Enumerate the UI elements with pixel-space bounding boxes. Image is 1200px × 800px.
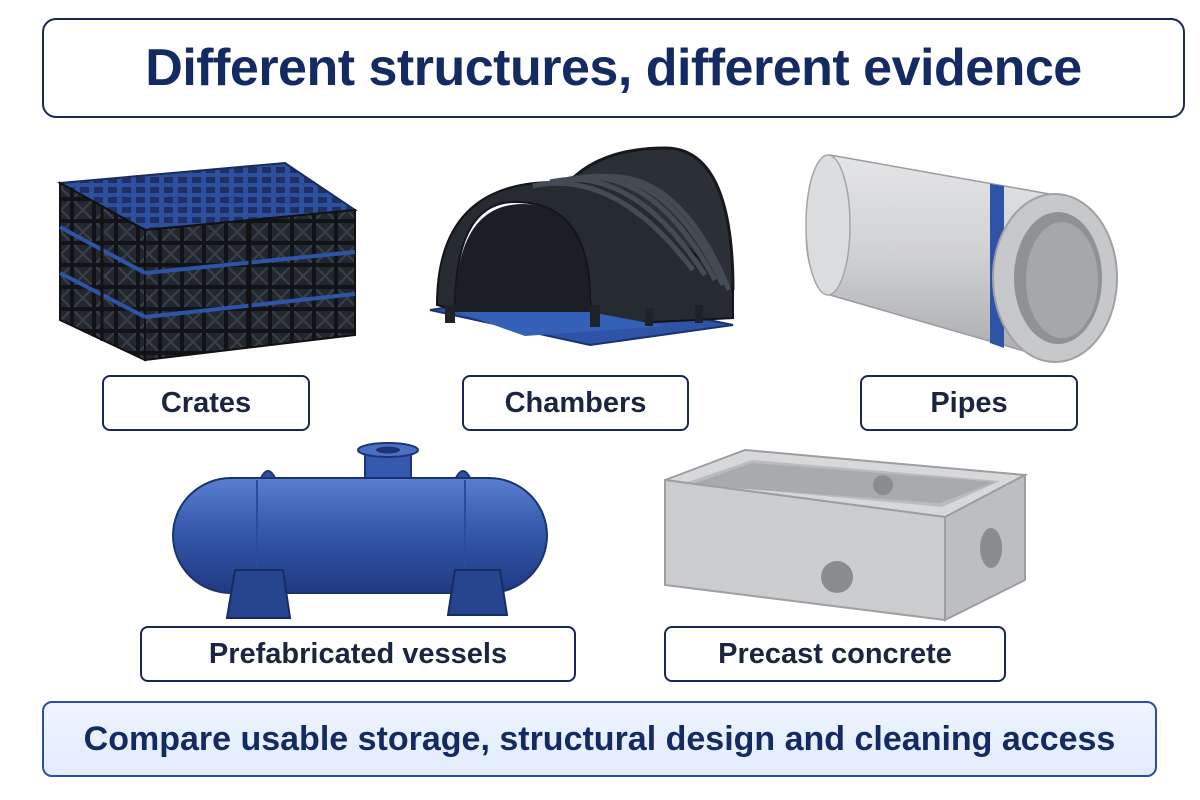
- vessel-illustration: [172, 442, 548, 619]
- label-crates: Crates: [102, 375, 310, 431]
- label-crates-text: Crates: [160, 386, 252, 419]
- label-pipes-text: Pipes: [930, 386, 1008, 419]
- pipes-illustration: [805, 154, 1118, 363]
- label-chambers: Chambers: [462, 375, 689, 431]
- page-title: Different structures, different evidence: [145, 39, 1082, 97]
- label-vessels-text: Prefabricated vessels: [208, 637, 508, 670]
- footer-text: Compare usable storage, structural desig…: [83, 719, 1116, 758]
- precast-illustration: [664, 448, 1029, 622]
- label-pipes: Pipes: [860, 375, 1078, 431]
- label-chambers-text: Chambers: [504, 386, 647, 419]
- footer-banner: Compare usable storage, structural desig…: [42, 701, 1157, 777]
- label-precast-text: Precast concrete: [718, 637, 952, 670]
- label-vessels: Prefabricated vessels: [140, 626, 576, 682]
- label-precast: Precast concrete: [664, 626, 1006, 682]
- title-banner: Different structures, different evidence: [42, 18, 1185, 118]
- crates-illustration: [56, 161, 358, 362]
- chambers-illustration: [429, 146, 735, 347]
